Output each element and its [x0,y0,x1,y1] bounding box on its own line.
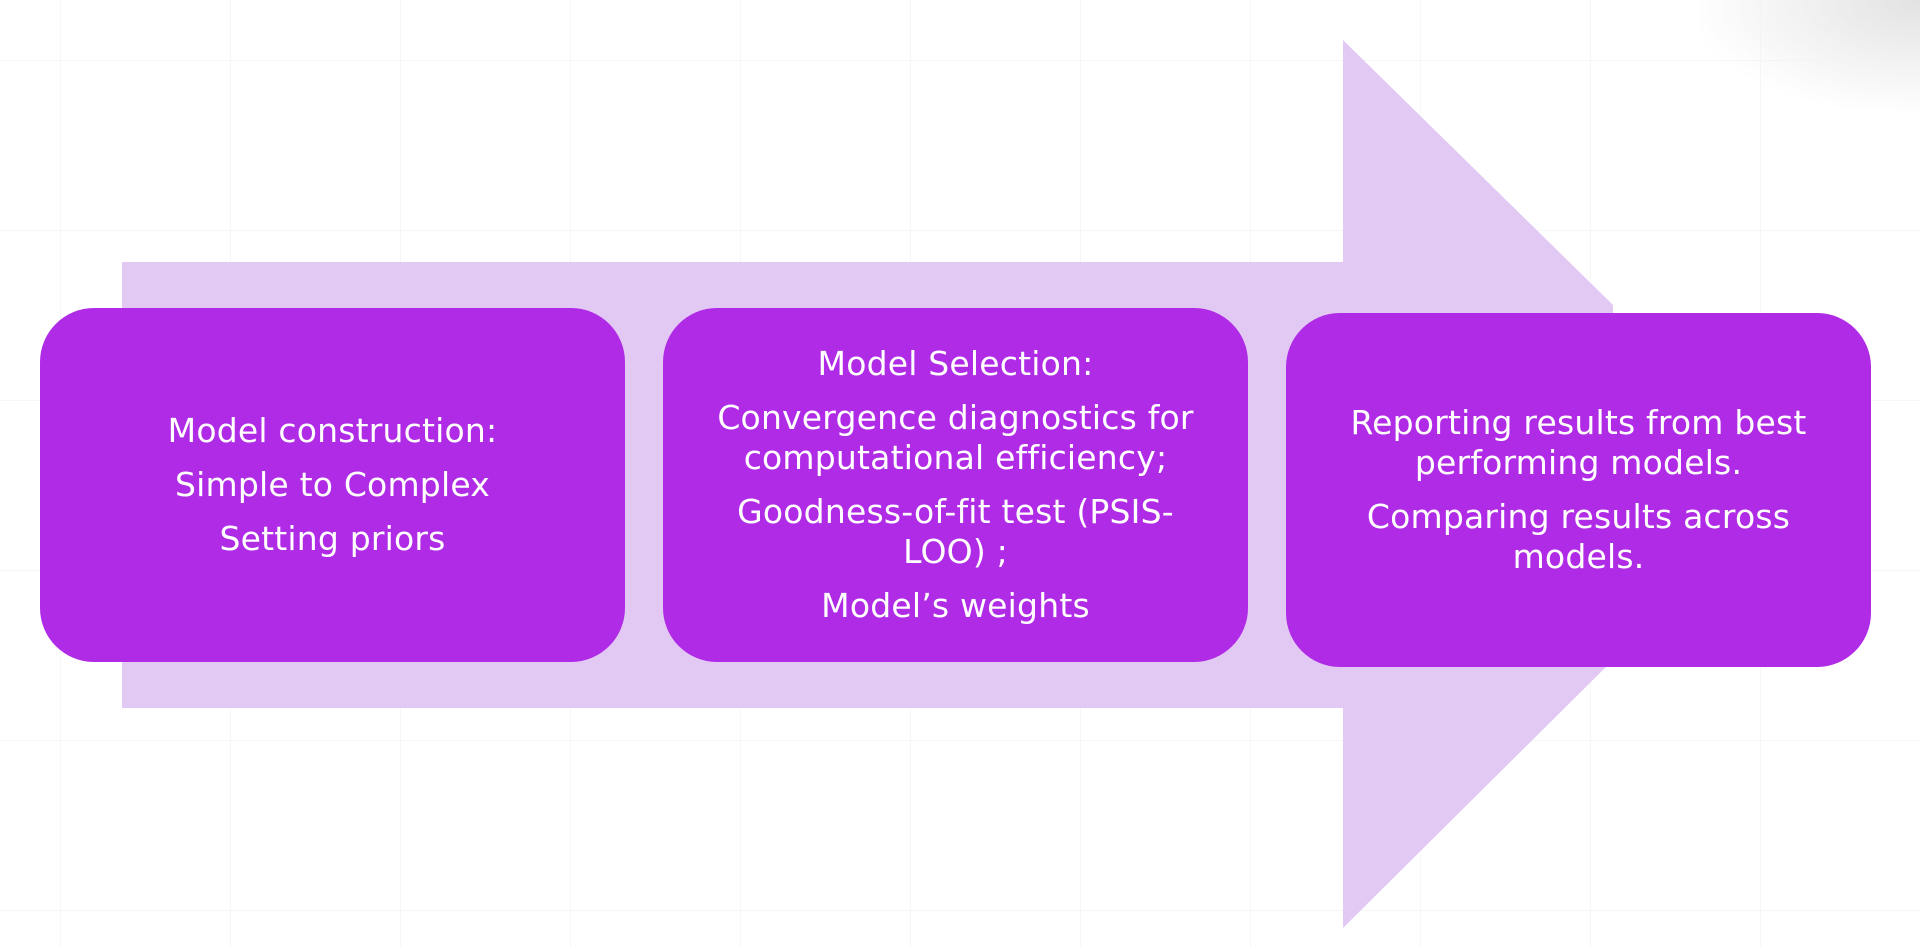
step-box-model-selection: Model Selection: Convergence diagnostics… [663,308,1248,662]
step-box-model-construction: Model construction: Simple to Complex Se… [40,308,625,662]
step-3-line: models. [1512,537,1645,576]
step-2-line: Convergence diagnostics for [717,398,1194,437]
step-2-line: Model’s weights [821,586,1090,625]
step-1-title: Model construction: [167,411,498,450]
step-1-line: Simple to Complex [175,465,490,504]
step-3-line: Reporting results from best [1350,403,1807,442]
step-2-line: Goodness-of-fit test (PSIS- [737,492,1174,531]
step-2-line: LOO) ; [903,532,1008,571]
step-1-line: Setting priors [219,519,446,558]
step-3-line: performing models. [1414,443,1743,482]
step-2-line: computational efficiency; [743,438,1168,477]
step-box-reporting-results: Reporting results from best performing m… [1286,313,1871,667]
step-2-title: Model Selection: [817,344,1094,383]
corner-shadow [1700,0,1920,110]
step-3-line: Comparing results across [1366,497,1791,536]
